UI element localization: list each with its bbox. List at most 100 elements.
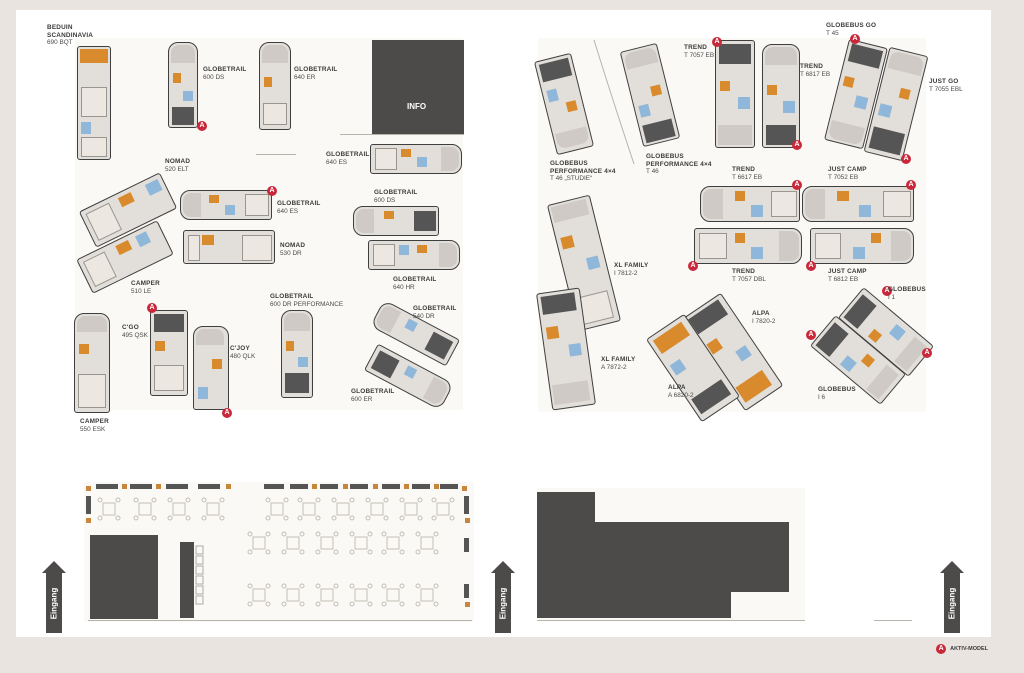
lounge-planter: [462, 486, 467, 491]
vehicle-globetrail-640-er-top[interactable]: [259, 42, 291, 130]
lounge-planter: [404, 484, 409, 489]
wall-line-2: [256, 154, 296, 155]
info-block-lower: [372, 72, 444, 134]
lounge-bar: [440, 484, 458, 489]
lounge-bar: [320, 484, 338, 489]
lounge-floor-line: [88, 620, 472, 621]
lounge-planter: [86, 486, 91, 491]
entrance-arrow-icon: [940, 561, 964, 573]
lounge-bar: [412, 484, 430, 489]
lounge-bar: [464, 496, 469, 514]
vehicle-globetrail-640-es[interactable]: [180, 190, 272, 220]
entrance-marker: Eingang: [41, 561, 67, 633]
vehicle-just-camp-t6812-eb[interactable]: [810, 228, 914, 264]
aktiv-badge: A: [806, 330, 816, 340]
vehicle-globetrail-600-ds-right[interactable]: [353, 206, 439, 236]
vehicle-c-go-495-qsk[interactable]: [150, 310, 188, 396]
entrance-arrow-icon: [42, 561, 66, 573]
lounge-planter: [226, 484, 231, 489]
lounge-bar: [464, 538, 469, 552]
aktiv-badge: A: [688, 261, 698, 271]
vehicle-trend-t6817-eb[interactable]: [762, 44, 800, 148]
aktiv-badge: A: [712, 37, 722, 47]
lounge-bar: [86, 496, 91, 514]
lounge-planter: [86, 518, 91, 523]
legend-label: AKTIV-MODEL: [950, 646, 988, 652]
aktiv-badge: A: [906, 180, 916, 190]
aktiv-badge: A: [792, 140, 802, 150]
vehicle-camper-550-esk[interactable]: [74, 313, 110, 413]
lounge-bar: [166, 484, 188, 489]
aktiv-badge: A: [197, 121, 207, 131]
entrance-arrow-icon: [491, 561, 515, 573]
lounge-block-narrow: [180, 542, 194, 618]
lounge-shelf: [195, 545, 204, 605]
aktiv-badge: A: [222, 408, 232, 418]
vehicle-just-camp-t7052-eb[interactable]: [802, 186, 914, 222]
lounge-planter: [156, 484, 161, 489]
vehicle-nomad-530-dr[interactable]: [183, 230, 275, 264]
floor-line: [537, 620, 805, 621]
legend: A AKTIV-MODEL: [936, 644, 988, 654]
entrance-marker: Eingang: [939, 561, 965, 633]
vehicle-globetrail-640-es-right[interactable]: [370, 144, 462, 174]
aktiv-badge: A: [792, 180, 802, 190]
lounge-planter: [312, 484, 317, 489]
wall-line: [340, 134, 464, 135]
lounge-planter: [122, 484, 127, 489]
entrance-marker: Eingang: [490, 561, 516, 633]
lounge-bar: [130, 484, 152, 489]
aktiv-badge: A: [922, 348, 932, 358]
aktiv-badge: A: [267, 186, 277, 196]
vehicle-globetrail-600-ds-top[interactable]: [168, 42, 198, 128]
aktiv-badge-icon: A: [936, 644, 947, 654]
info-block-tab: [444, 40, 464, 134]
lounge-bar: [96, 484, 118, 489]
vehicle-trend-t7057-eb[interactable]: [715, 40, 755, 148]
lounge-block-large: [90, 535, 158, 619]
vehicle-trend-t7057-dbl[interactable]: [694, 228, 802, 264]
vehicle-beduin-scandinavia[interactable]: [77, 46, 111, 160]
aktiv-badge: A: [850, 34, 860, 44]
vehicle-globetrail-640-hr[interactable]: [368, 240, 460, 270]
vehicle-globetrail-600-dr-performance[interactable]: [281, 310, 313, 398]
lounge-planter: [343, 484, 348, 489]
vehicle-c-joy-480-qlk[interactable]: [193, 326, 229, 410]
lounge-planter: [373, 484, 378, 489]
hall-path-line: [593, 39, 635, 165]
vehicle-trend-t6617-eb[interactable]: [700, 186, 800, 222]
aktiv-badge: A: [901, 154, 911, 164]
lounge-bar: [464, 584, 469, 598]
floor-line-right: [874, 620, 912, 621]
lounge-bar: [198, 484, 220, 489]
lounge-bar: [264, 484, 284, 489]
lounge-bar: [290, 484, 308, 489]
